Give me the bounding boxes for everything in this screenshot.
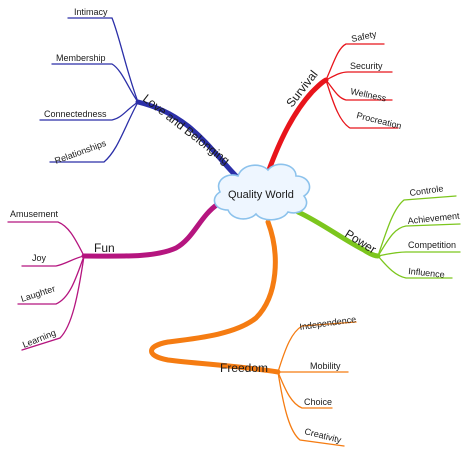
leaf-connectedness: Connectedness — [44, 109, 107, 119]
power-leaf-connector-competition — [377, 251, 461, 257]
survival-main-connector — [263, 77, 329, 181]
power-leaf-connector-influence — [377, 255, 453, 279]
central-node: Quality World — [213, 163, 311, 221]
leaf-security: Security — [350, 61, 383, 71]
survival-leaf-connector-procreation — [325, 79, 399, 129]
power-main-connector — [295, 209, 381, 259]
power-leaf-connector-achievement — [377, 223, 461, 257]
freedom-leaf-connector-independence — [277, 321, 357, 373]
branch-love-and-belonging — [39, 17, 241, 181]
fun-leaf-connector-laughter — [17, 255, 85, 305]
leaf-joy: Joy — [32, 253, 47, 263]
fun-main-connector — [81, 201, 221, 259]
leaf-choice: Choice — [304, 397, 332, 407]
leaf-independence: Independence — [299, 314, 357, 332]
survival-leaf-connector-wellness — [325, 79, 393, 101]
leaf-competition: Competition — [408, 240, 456, 250]
fun-leaf-connector-joy — [21, 255, 85, 267]
leaf-laughter: Laughter — [20, 283, 57, 303]
freedom-leaf-connector-choice — [277, 371, 333, 409]
fun-leaf-connector-amusement — [7, 221, 85, 257]
branch-survival — [263, 43, 399, 181]
cloud-shape — [213, 163, 311, 221]
love-main-connector — [135, 99, 241, 181]
leaf-membership: Membership — [56, 53, 106, 63]
leaf-controle: Controle — [409, 183, 444, 198]
branch-label-love-and-belonging: Love and Belonging — [140, 91, 232, 167]
branch-label-power: Power — [342, 227, 378, 257]
branch-power — [295, 195, 461, 279]
leaf-intimacy: Intimacy — [74, 7, 108, 17]
leaf-mobility: Mobility — [310, 361, 341, 371]
branch-label-fun: Fun — [94, 241, 115, 255]
leaf-creativity: Creativity — [304, 426, 343, 445]
leaf-influence: Influence — [408, 266, 445, 280]
central-node-label: Quality World — [228, 189, 294, 201]
survival-leaf-connector-safety — [325, 43, 385, 81]
branch-freedom — [149, 219, 357, 447]
power-leaf-connector-controle — [377, 195, 457, 257]
branch-label-freedom: Freedom — [220, 361, 268, 375]
survival-leaf-connector-security — [325, 71, 393, 81]
love-leaf-connector-connectedness — [39, 101, 139, 121]
branch-fun — [7, 201, 221, 351]
leaf-safety: Safety — [350, 29, 378, 44]
leaf-wellness: Wellness — [350, 86, 388, 103]
leaf-amusement: Amusement — [10, 209, 59, 219]
leaf-learning: Learning — [21, 327, 57, 349]
fun-leaf-connector-learning — [21, 255, 85, 351]
freedom-main-connector — [149, 219, 281, 375]
love-leaf-connector-intimacy — [67, 17, 139, 103]
freedom-leaf-connector-creativity — [277, 371, 345, 447]
love-leaf-connector-membership — [51, 63, 139, 103]
love-leaf-connector-relationships — [49, 101, 139, 163]
